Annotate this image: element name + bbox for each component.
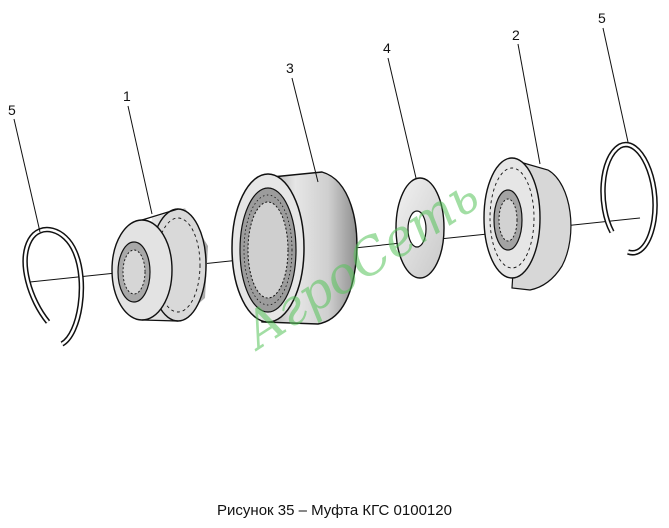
splined-gear bbox=[483, 157, 572, 291]
figure-caption: Рисунок 35 – Муфта КГС 0100120 bbox=[217, 502, 452, 519]
clutch-housing bbox=[231, 171, 358, 325]
callout-4: 4 bbox=[383, 40, 391, 56]
callout-3: 3 bbox=[286, 60, 294, 76]
leader-lines bbox=[13, 27, 629, 233]
callout-1: 1 bbox=[123, 88, 131, 104]
callout-5-left: 5 bbox=[8, 102, 16, 118]
splined-hub-gear bbox=[111, 208, 208, 322]
snap-ring-left bbox=[22, 226, 85, 347]
callout-2: 2 bbox=[512, 27, 520, 43]
thrust-washer bbox=[395, 177, 445, 279]
callout-5-right: 5 bbox=[598, 10, 606, 26]
snap-ring-right bbox=[600, 141, 658, 256]
